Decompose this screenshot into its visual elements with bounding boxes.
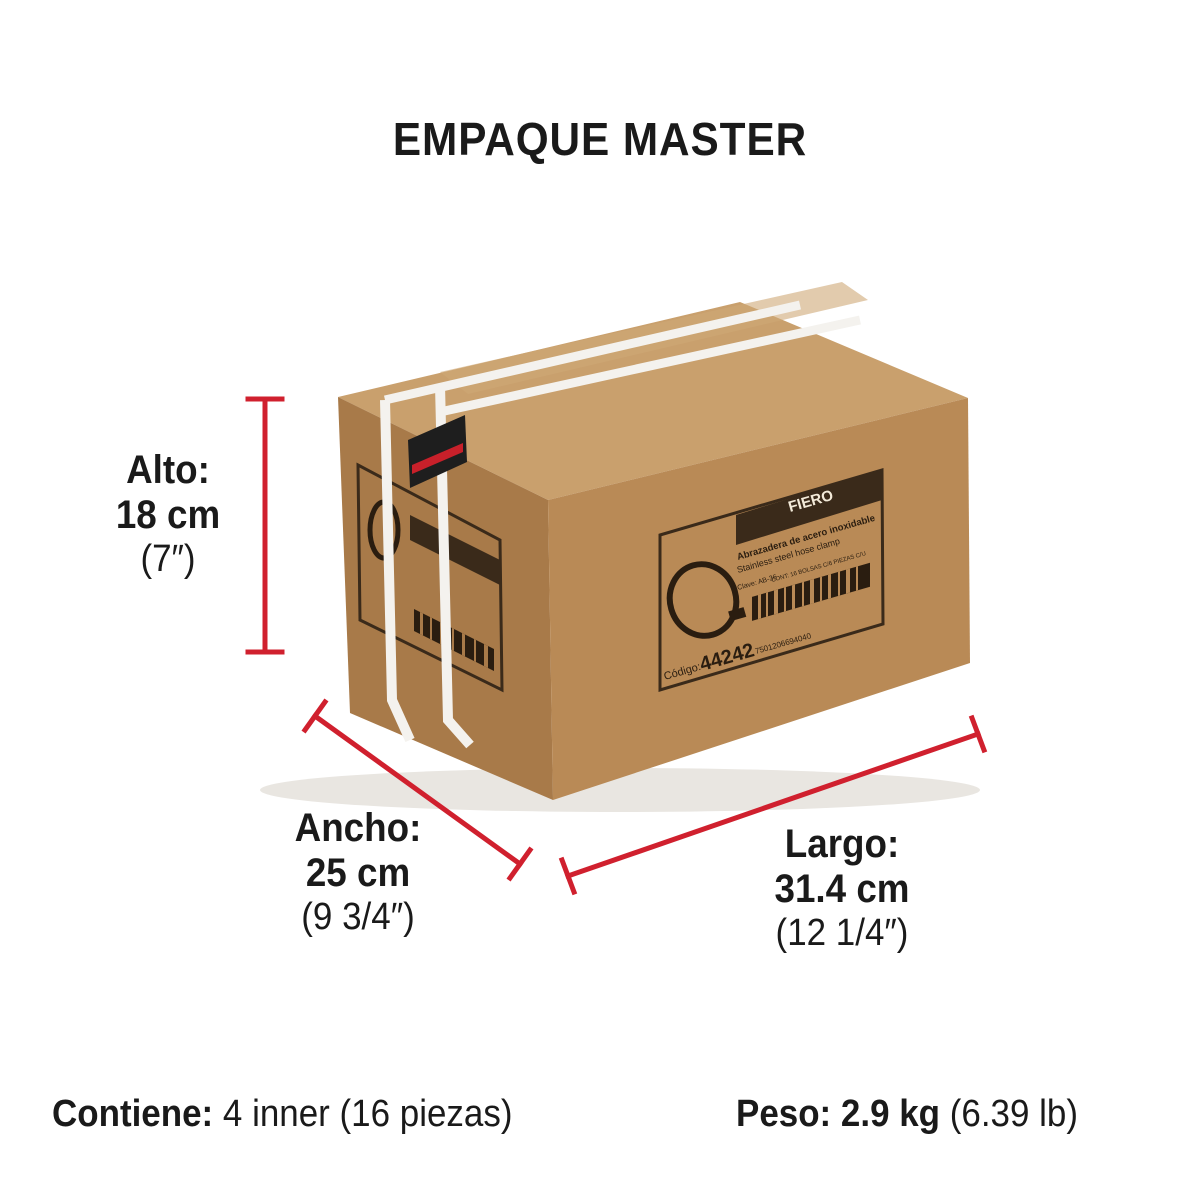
alto-metric: 18 cm [115,492,221,537]
strap-side-2 [435,384,474,749]
box-top-face [338,302,968,500]
page-title: EMPAQUE MASTER [392,113,808,165]
barcode-icon [752,562,870,621]
dimension-largo: Largo: 31.4 cm (12 1/4″) [750,822,934,954]
contents-info: Contiene: 4 inner (16 piezas) [52,1093,512,1136]
warning-sticker-stripe [412,443,463,474]
largo-metric: 31.4 cm [774,866,910,911]
alto-imperial: (7″) [140,537,196,580]
largo-label: Largo: [784,822,900,866]
ancho-metric: 25 cm [305,850,411,895]
strap-top-1 [383,300,802,405]
dimension-ancho: Ancho: 25 cm (9 3/4″) [266,806,450,938]
box-shadow [260,768,980,812]
side-barcode-icon [414,609,494,671]
strap-side-1 [380,399,415,743]
peso-label: Peso: [736,1093,832,1135]
peso-extra: (6.39 lb) [949,1093,1079,1135]
largo-imperial: (12 1/4″) [775,911,909,954]
contiene-label: Contiene: [52,1093,214,1135]
weight-info: Peso: 2.9 kg (6.39 lb) [736,1093,1078,1136]
ancho-label: Ancho: [294,806,422,850]
front-label-header [736,470,882,545]
alto-label: Alto: [126,448,210,492]
ancho-imperial: (9 3/4″) [301,895,415,938]
contiene-value: 4 inner (16 piezas) [222,1093,513,1135]
length-dimension-line [558,714,988,896]
hose-clamp-icon [666,561,747,639]
warning-sticker [408,415,467,488]
side-label-frame [356,462,504,693]
front-label-frame [658,468,885,693]
side-label-header [410,515,500,585]
dimension-alto: Alto: 18 cm (7″) [104,448,233,580]
height-dimension-line [245,396,285,655]
peso-value: 2.9 kg [840,1093,941,1135]
width-dimension-line [301,698,534,882]
strap-top-2 [439,315,861,417]
